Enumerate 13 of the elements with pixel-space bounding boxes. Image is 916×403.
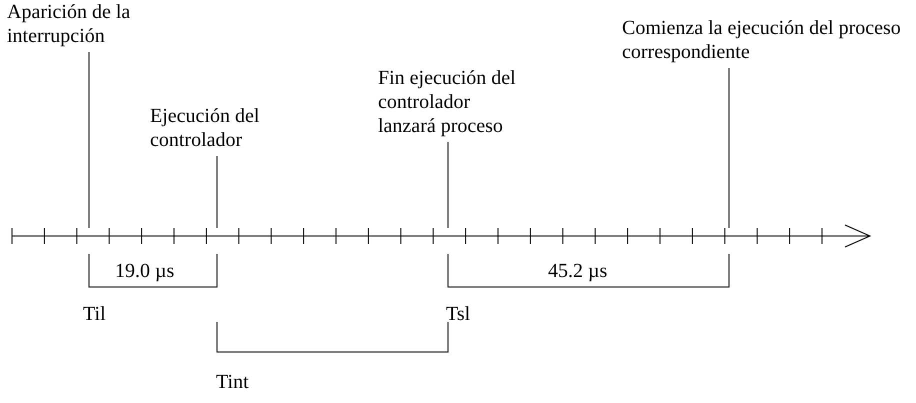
event-label: Ejecución del controlador bbox=[150, 104, 280, 152]
time-label: Tint bbox=[216, 370, 249, 394]
leader-line bbox=[216, 156, 218, 228]
duration-label: 45.2 µs bbox=[548, 259, 608, 283]
event-label: Aparición de la interrupción bbox=[7, 0, 157, 48]
time-label: Til bbox=[83, 302, 106, 326]
time-label: Tsl bbox=[446, 302, 470, 326]
duration-label: 19.0 µs bbox=[115, 259, 174, 283]
leader-line bbox=[728, 68, 730, 228]
leader-line bbox=[88, 52, 90, 228]
event-label: Fin ejecución del controlador lanzará proceso bbox=[378, 66, 518, 138]
event-label: Comienza la ejecución del proceso correspondiente bbox=[622, 16, 902, 64]
time-axis bbox=[12, 224, 872, 248]
